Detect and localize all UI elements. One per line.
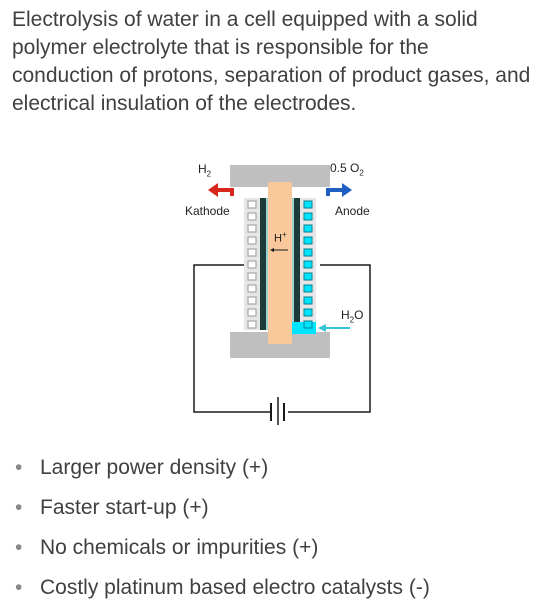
list-item: • Larger power density (+) [10,448,530,488]
h2-label: H2 [198,162,212,179]
anode-channel [303,296,313,305]
cathode-channels [247,200,257,329]
list-item: • Costly platinum based electro catalysts… [10,568,530,608]
circuit-wires [193,264,371,413]
anode-channel [303,284,313,293]
bullet-icon: • [15,536,23,559]
list-item: • Faster start-up (+) [10,488,530,528]
o2-label: 0.5 O2 [330,161,364,178]
anode-channel [303,308,313,317]
anode-channel [303,212,313,221]
cathode-channel [247,224,257,233]
anode-channel [303,200,313,209]
cathode-channel [247,236,257,245]
bullet-text: Faster start-up (+) [40,496,209,519]
electrolysis-cell-diagram: H2 0.5 O2 Kathode Anode H+ H2O [150,150,410,427]
h2-arrow-icon [216,188,234,196]
cathode-channel [247,320,257,329]
anode-label: Anode [335,204,370,218]
top-end-plate [230,165,330,187]
battery-icon [270,397,285,427]
cathode-channel [247,284,257,293]
bullet-text: No chemicals or impurities (+) [40,536,319,559]
cathode-channel [247,296,257,305]
h2o-label: H2O [341,308,364,325]
anode-channel [303,320,313,329]
intro-text: Electrolysis of water in a cell equipped… [12,8,531,115]
bullet-text: Larger power density (+) [40,456,269,479]
bullet-icon: • [15,456,23,479]
anode-channels [303,200,313,329]
cathode-channel [247,308,257,317]
kathode-label: Kathode [185,204,230,218]
anode-channel [303,224,313,233]
cell-schematic [193,165,371,427]
anode-channel [303,272,313,281]
bullet-icon: • [15,576,23,599]
cathode-diffusion-layer [260,198,266,330]
anode-diffusion-layer [294,198,300,330]
list-item: • No chemicals or impurities (+) [10,528,530,568]
bullet-text: Costly platinum based electro catalysts … [40,576,430,599]
cathode-channel [247,212,257,221]
anode-channel [303,260,313,269]
anode-channel [303,248,313,257]
hplus-label: H+ [274,230,287,245]
anode-channel [303,236,313,245]
bullet-list: • Larger power density (+) • Faster start-… [10,448,530,608]
o2-arrow-icon [326,188,344,196]
bullet-icon: • [15,496,23,519]
membrane [268,182,292,344]
cathode-channel [247,248,257,257]
cathode-channel [247,272,257,281]
cathode-channel [247,200,257,209]
cathode-channel [247,260,257,269]
